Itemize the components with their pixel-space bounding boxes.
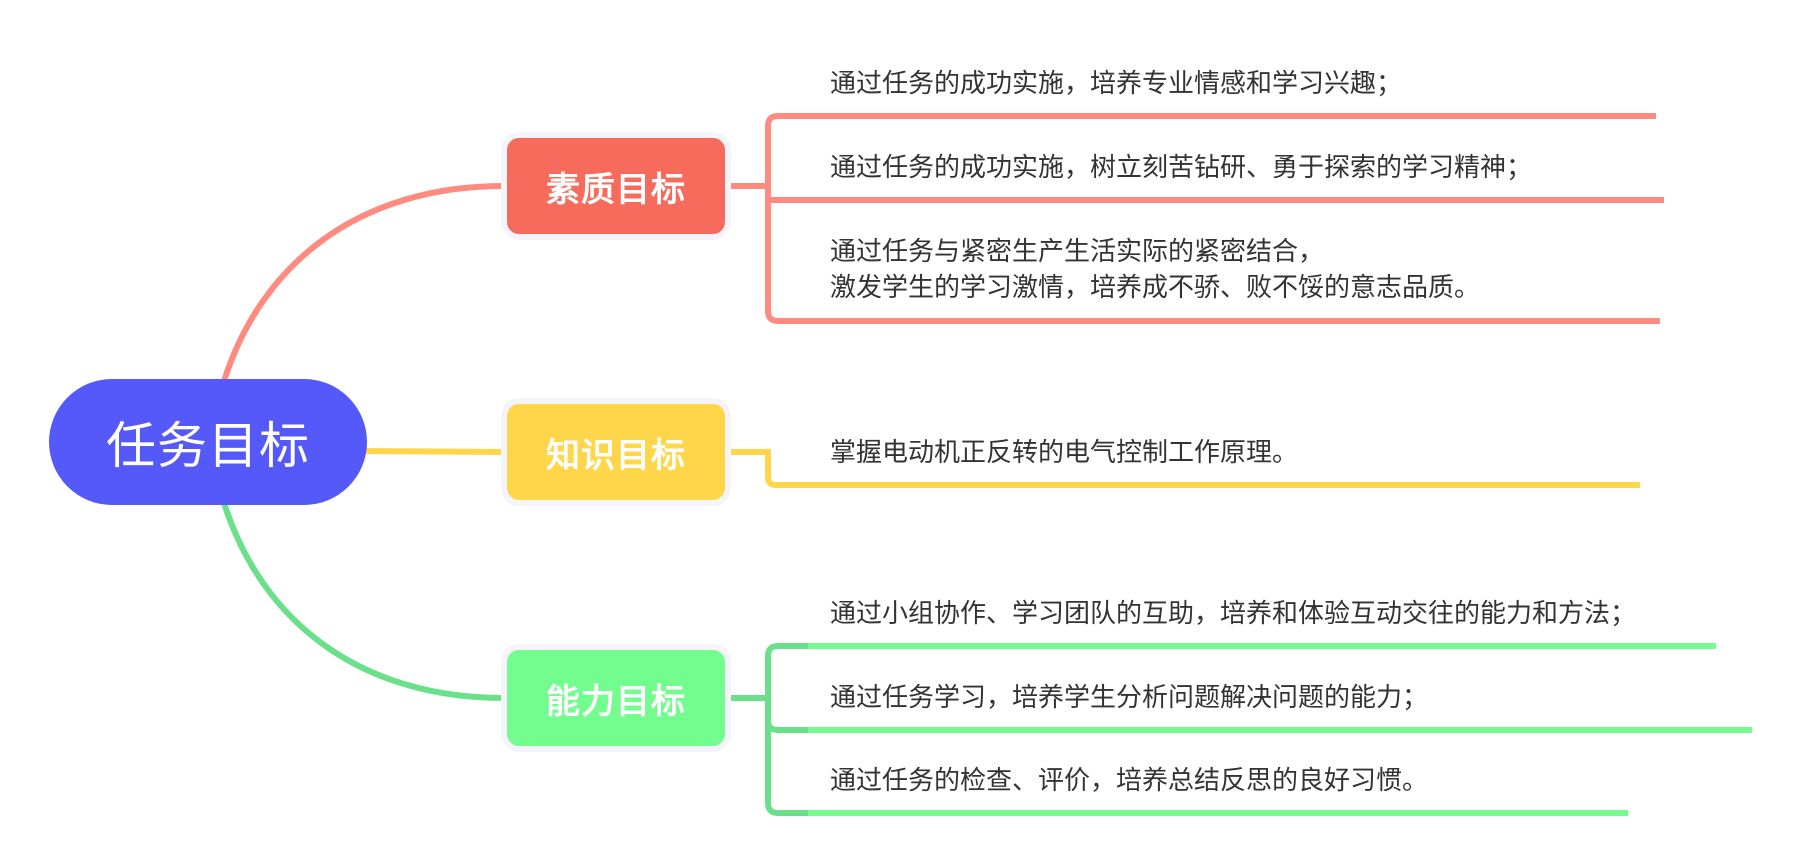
root-node[interactable]: 任务目标 xyxy=(49,379,367,505)
root-label: 任务目标 xyxy=(106,417,310,475)
leaf-quality-3[interactable]: 通过任务与紧密生产生活实际的紧密结合， 激发学生的学习激情，培养成不骄、败不馁的… xyxy=(830,234,1480,306)
branch-node-quality[interactable]: 素质目标 xyxy=(507,138,725,234)
leaf-text: 通过任务的成功实施，培养专业情感和学习兴趣； xyxy=(830,69,1403,99)
leaf-text: 掌握电动机正反转的电气控制工作原理。 xyxy=(830,438,1299,468)
branch-node-ability[interactable]: 能力目标 xyxy=(507,650,725,746)
branch-label-quality: 素质目标 xyxy=(546,169,686,210)
branch-node-knowledge[interactable]: 知识目标 xyxy=(507,404,725,500)
ability-bracket-line xyxy=(765,643,808,816)
leaf-text: 通过任务的检查、评价，培养总结反思的良好习惯。 xyxy=(830,766,1429,796)
leaf-ability-3[interactable]: 通过任务的检查、评价，培养总结反思的良好习惯。 xyxy=(830,763,1428,799)
leaf-text: 通过任务的成功实施，树立刻苦钻研、勇于探索的学习精神； xyxy=(830,153,1533,183)
knowledge-bracket-line xyxy=(731,449,1640,488)
leaf-ability-2[interactable]: 通过任务学习，培养学生分析问题解决问题的能力； xyxy=(830,680,1428,716)
branch-label-knowledge: 知识目标 xyxy=(546,435,686,476)
leaf-text: 通过小组协作、学习团队的互助，培养和体验互动交往的能力和方法； xyxy=(830,599,1637,629)
leaf-ability-1[interactable]: 通过小组协作、学习团队的互助，培养和体验互动交往的能力和方法； xyxy=(830,596,1636,632)
leaf-text-line-1: 通过任务与紧密生产生活实际的紧密结合， xyxy=(830,237,1325,267)
leaf-quality-2[interactable]: 通过任务的成功实施，树立刻苦钻研、勇于探索的学习精神； xyxy=(830,150,1532,186)
connector-root-to-quality xyxy=(221,183,505,382)
connector-root-to-ability xyxy=(221,502,505,701)
knowledge-bracket xyxy=(731,449,1640,488)
branch-label-ability: 能力目标 xyxy=(546,681,686,722)
ability-bracket xyxy=(731,643,1752,816)
leaf-quality-1[interactable]: 通过任务的成功实施，培养专业情感和学习兴趣； xyxy=(830,66,1402,102)
leaf-knowledge-1[interactable]: 掌握电动机正反转的电气控制工作原理。 xyxy=(830,435,1298,471)
quality-bracket-line xyxy=(765,113,1660,324)
quality-bracket xyxy=(731,113,1664,324)
connector-root-to-knowledge xyxy=(364,448,505,455)
leaf-text: 通过任务学习，培养学生分析问题解决问题的能力； xyxy=(830,683,1429,713)
leaf-text-line-2: 激发学生的学习激情，培养成不骄、败不馁的意志品质。 xyxy=(830,273,1481,303)
